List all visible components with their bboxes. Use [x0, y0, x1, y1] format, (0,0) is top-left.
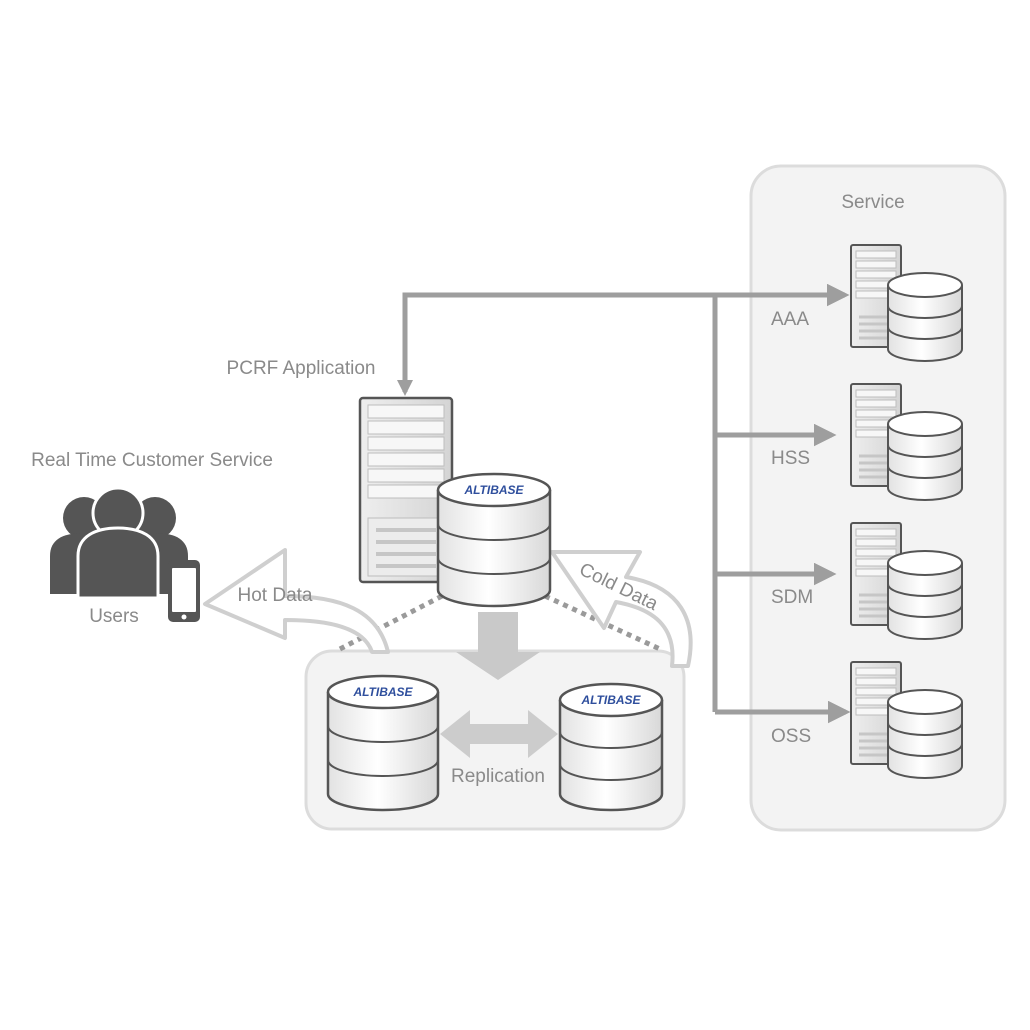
down-arrow [456, 612, 540, 680]
service-label: OSS [771, 726, 811, 747]
connector-lines [402, 283, 851, 724]
replication-label: Replication [451, 766, 545, 787]
pcrf-application-label: PCRF Application [227, 358, 376, 379]
database-icon [887, 689, 963, 779]
service-label: SDM [771, 587, 813, 608]
users-label: Users [89, 606, 139, 627]
replica-database-right: ALTIBASE [558, 682, 664, 812]
database-icon [887, 550, 963, 640]
replication-double-arrow [440, 710, 558, 758]
altibase-logo: ALTIBASE [463, 483, 524, 497]
services: AAA HSS SDM OSS [771, 244, 963, 779]
database-icon [887, 411, 963, 501]
real-time-customer-service-label: Real Time Customer Service [31, 450, 273, 471]
service-label: AAA [771, 309, 809, 330]
service-item-hss: HSS [771, 383, 963, 501]
hot-data-label: Hot Data [238, 585, 313, 606]
connector-pcrf-to-aaa [402, 283, 850, 392]
service-item-oss: OSS [771, 661, 963, 779]
smartphone-icon [168, 560, 200, 622]
main-database: ALTIBASE [436, 472, 552, 608]
replica-database-left: ALTIBASE [326, 674, 440, 812]
cold-data-arrow [550, 550, 693, 668]
hot-data-arrow [203, 548, 390, 654]
arrow-down-pcrf [397, 380, 413, 396]
altibase-logo: ALTIBASE [352, 685, 413, 699]
service-label: HSS [771, 448, 810, 469]
database-icon [887, 272, 963, 362]
users-icon [50, 486, 188, 600]
service-item-sdm: SDM [771, 522, 963, 640]
service-panel-title: Service [841, 192, 904, 213]
altibase-logo: ALTIBASE [580, 693, 641, 707]
service-item-aaa: AAA [771, 244, 963, 362]
